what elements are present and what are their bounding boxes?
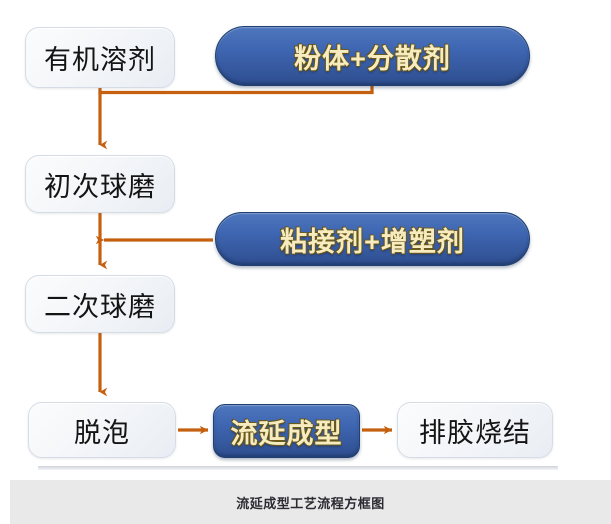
node-powder-dispersant[interactable]: 粉体+分散剂 (215, 26, 530, 86)
node-powder-dispersant-label: 粉体+分散剂 (294, 43, 451, 74)
node-binder-plasticizer[interactable]: 粘接剂+增塑剂 (215, 212, 530, 266)
node-first-milling[interactable]: 初次球磨 (25, 155, 175, 213)
node-binder-plasticizer-label: 粘接剂+增塑剂 (280, 226, 465, 257)
caption-divider (38, 466, 558, 470)
node-debinding-sintering[interactable]: 排胶烧结 (397, 402, 553, 458)
node-debinding-sintering-label: 排胶烧结 (419, 417, 531, 448)
caption-bar: 流延成型工艺流程方框图 (10, 480, 611, 524)
node-second-milling[interactable]: 二次球磨 (25, 275, 175, 333)
node-tape-casting[interactable]: 流延成型 (213, 404, 360, 458)
figure-caption: 流延成型工艺流程方框图 (236, 495, 385, 511)
node-second-milling-label: 二次球磨 (44, 291, 156, 322)
node-first-milling-label: 初次球磨 (44, 171, 156, 202)
node-tape-casting-label: 流延成型 (230, 418, 343, 449)
node-solvent-label: 有机溶剂 (44, 45, 156, 75)
node-solvent[interactable]: 有机溶剂 (25, 27, 175, 88)
node-defoaming-label: 脱泡 (74, 417, 130, 448)
node-defoaming[interactable]: 脱泡 (28, 402, 176, 458)
